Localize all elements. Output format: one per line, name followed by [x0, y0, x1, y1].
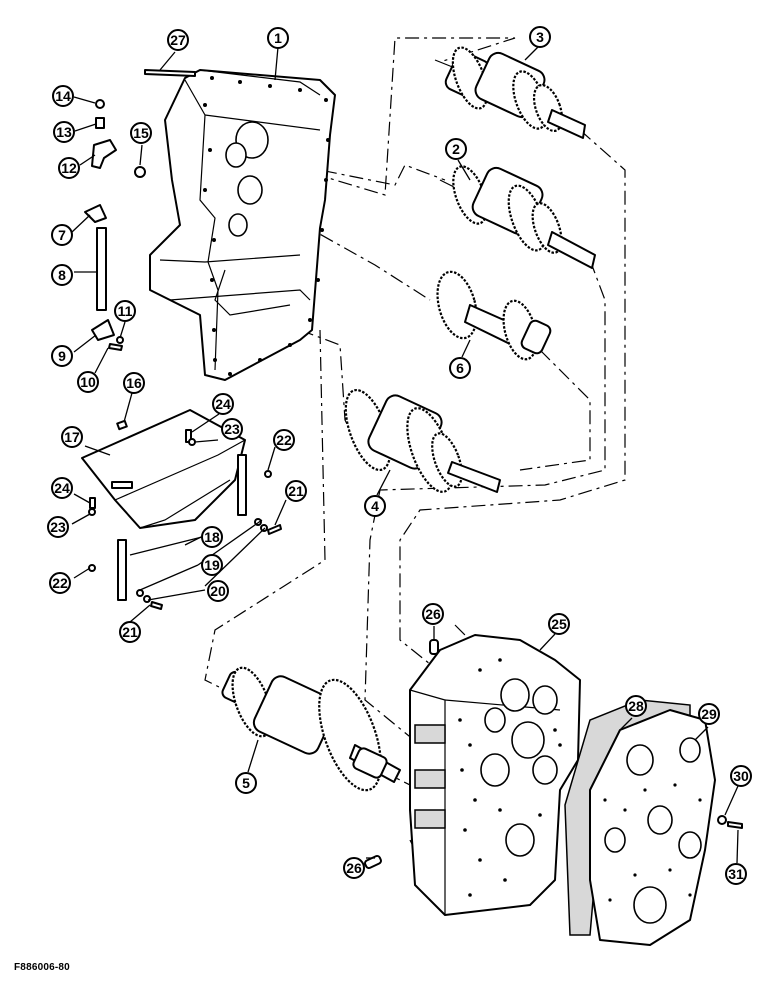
- svg-text:30: 30: [733, 768, 749, 784]
- callout-10: 10: [77, 371, 99, 393]
- callout-4: 4: [364, 495, 386, 517]
- shaft-assembly-5: [221, 666, 401, 792]
- svg-text:22: 22: [52, 575, 68, 591]
- svg-text:20: 20: [210, 583, 226, 599]
- callout-3: 3: [529, 26, 551, 48]
- svg-text:23: 23: [224, 421, 240, 437]
- shaft-assembly-4: [344, 388, 501, 493]
- callout-21-bottom: 21: [119, 621, 141, 643]
- callout-6: 6: [449, 357, 471, 379]
- svg-text:24: 24: [215, 396, 231, 412]
- leader-lines: [71, 46, 739, 864]
- svg-text:11: 11: [118, 303, 133, 319]
- callout-16: 16: [123, 372, 145, 394]
- transmission-housing: [149, 69, 336, 381]
- shaft-assembly-6: [436, 270, 552, 361]
- callout-28: 28: [625, 695, 647, 717]
- callout-12: 12: [58, 157, 80, 179]
- svg-text:7: 7: [58, 227, 66, 243]
- svg-text:25: 25: [551, 616, 567, 632]
- callout-18: 18: [201, 526, 223, 548]
- cover-plate: [589, 709, 716, 946]
- svg-text:6: 6: [456, 360, 464, 376]
- callout-8: 8: [51, 264, 73, 286]
- callout-22-left: 22: [49, 572, 71, 594]
- callout-24-top: 24: [212, 393, 234, 415]
- callout-5: 5: [235, 772, 257, 794]
- callout-26-top: 26: [422, 603, 444, 625]
- rear-cover-housing: [409, 634, 581, 916]
- callout-23-right: 23: [221, 418, 243, 440]
- callout-17: 17: [61, 426, 83, 448]
- svg-text:14: 14: [55, 88, 71, 104]
- svg-text:27: 27: [170, 32, 186, 48]
- figure-code: F886006-80: [14, 962, 70, 973]
- svg-text:28: 28: [628, 698, 644, 714]
- svg-text:16: 16: [126, 375, 142, 391]
- svg-text:19: 19: [204, 557, 220, 573]
- callout-30: 30: [730, 765, 752, 787]
- svg-text:12: 12: [61, 160, 77, 176]
- svg-text:9: 9: [58, 348, 66, 364]
- svg-text:21: 21: [122, 624, 138, 640]
- svg-text:15: 15: [133, 125, 149, 141]
- callout-21-right: 21: [285, 480, 307, 502]
- svg-text:4: 4: [371, 498, 379, 514]
- svg-text:22: 22: [276, 432, 292, 448]
- callout-22-right: 22: [273, 429, 295, 451]
- callout-14: 14: [52, 85, 74, 107]
- callout-15: 15: [130, 122, 152, 144]
- callout-31: 31: [725, 863, 747, 885]
- callout-9: 9: [51, 345, 73, 367]
- callout-11: 11: [114, 300, 136, 322]
- callout-24-left: 24: [51, 477, 73, 499]
- shaft-assembly-2: [439, 165, 596, 269]
- callout-2: 2: [445, 138, 467, 160]
- svg-text:23: 23: [50, 519, 66, 535]
- callout-7: 7: [51, 224, 73, 246]
- guard-assembly: [81, 409, 247, 601]
- callout-27: 27: [167, 29, 189, 51]
- svg-text:5: 5: [242, 775, 250, 791]
- svg-text:24: 24: [54, 480, 70, 496]
- callout-25: 25: [548, 613, 570, 635]
- svg-text:17: 17: [64, 429, 80, 445]
- pipe-fittings: [84, 99, 146, 341]
- callout-26-bottom: 26: [343, 857, 365, 879]
- svg-text:10: 10: [80, 374, 96, 390]
- svg-text:29: 29: [701, 706, 717, 722]
- callout-19: 19: [201, 554, 223, 576]
- svg-text:26: 26: [346, 860, 362, 876]
- callout-20: 20: [207, 580, 229, 602]
- svg-text:26: 26: [425, 606, 441, 622]
- callout-1: 1: [267, 27, 289, 49]
- shaft-assembly-3: [434, 46, 586, 139]
- callout-23-left: 23: [47, 516, 69, 538]
- svg-text:3: 3: [536, 29, 544, 45]
- svg-text:21: 21: [288, 483, 304, 499]
- svg-text:18: 18: [204, 529, 220, 545]
- svg-text:31: 31: [728, 866, 744, 882]
- svg-text:8: 8: [58, 267, 66, 283]
- svg-text:13: 13: [56, 124, 72, 140]
- svg-text:1: 1: [274, 30, 282, 46]
- callout-29: 29: [698, 703, 720, 725]
- svg-text:2: 2: [452, 141, 460, 157]
- callout-13: 13: [53, 121, 75, 143]
